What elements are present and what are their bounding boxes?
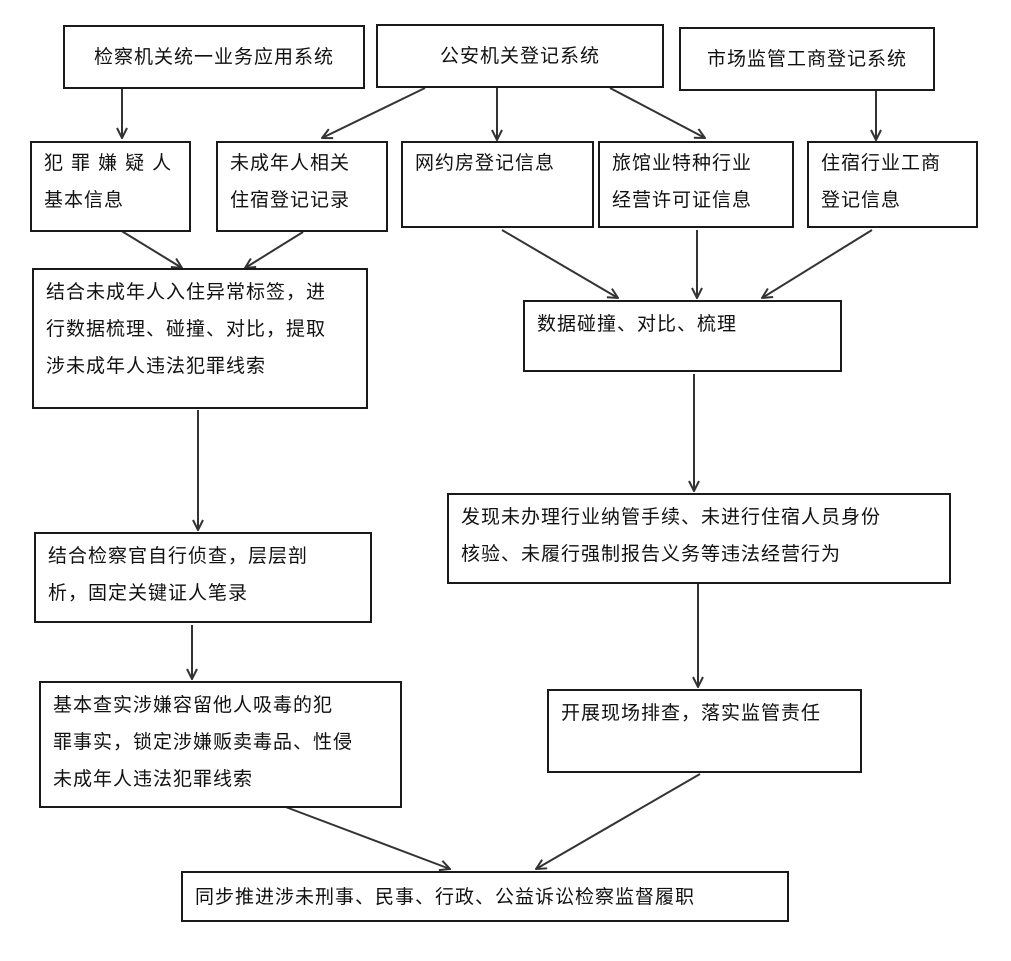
lodging-registration-info-box: 住宿行业工商 登记信息 (807, 141, 978, 228)
market-regulation-system-box: 市场监管工商登记系统 (679, 27, 935, 91)
minor-accommodation-records-box: 未成年人相关 住宿登记记录 (216, 141, 388, 232)
public-security-system-box: 公安机关登记系统 (376, 24, 664, 88)
arrow-police-to-hotel-license (609, 87, 705, 138)
arrow-right-step3-to-outcome (536, 773, 701, 869)
left-step2-box: 结合检察官自行侦查，层层剖 析，固定关键证人笔录 (34, 532, 372, 623)
arrow-suspect-to-left-step1 (119, 229, 182, 268)
right-step1-box: 数据碰撞、对比、梳理 (523, 300, 842, 372)
outcome-box: 同步推进涉未刑事、民事、行政、公益诉讼检察监督履职 (181, 871, 789, 922)
arrow-lodging-to-right-step1 (762, 229, 873, 298)
online-rental-info-box: 网约房登记信息 (401, 141, 594, 228)
arrow-minor-to-left-step1 (245, 231, 304, 268)
left-step3-box: 基本查实涉嫌容留他人吸毒的犯 罪事实，锁定涉嫌贩卖毒品、性侵 未成年人违法犯罪线… (39, 681, 402, 808)
right-step2-box: 发现未办理行业纳管手续、未进行住宿人员身份 核验、未履行强制报告义务等违法经营行… (447, 493, 951, 584)
right-step3-box: 开展现场排查，落实监管责任 (547, 689, 862, 773)
hotel-license-info-box: 旅馆业特种行业 经营许可证信息 (598, 141, 794, 228)
arrow-left-step3-to-outcome (282, 805, 450, 869)
arrow-online-to-right-step1 (501, 229, 618, 298)
suspect-info-box: 犯 罪 嫌 疑 人 基本信息 (30, 141, 191, 232)
left-step1-box: 结合未成年人入住异常标签，进 行数据梳理、碰撞、对比，提取 涉未成年人违法犯罪线… (32, 268, 368, 409)
procuratorate-system-box: 检察机关统一业务应用系统 (63, 25, 365, 89)
arrow-police-to-minor-records (322, 87, 426, 138)
